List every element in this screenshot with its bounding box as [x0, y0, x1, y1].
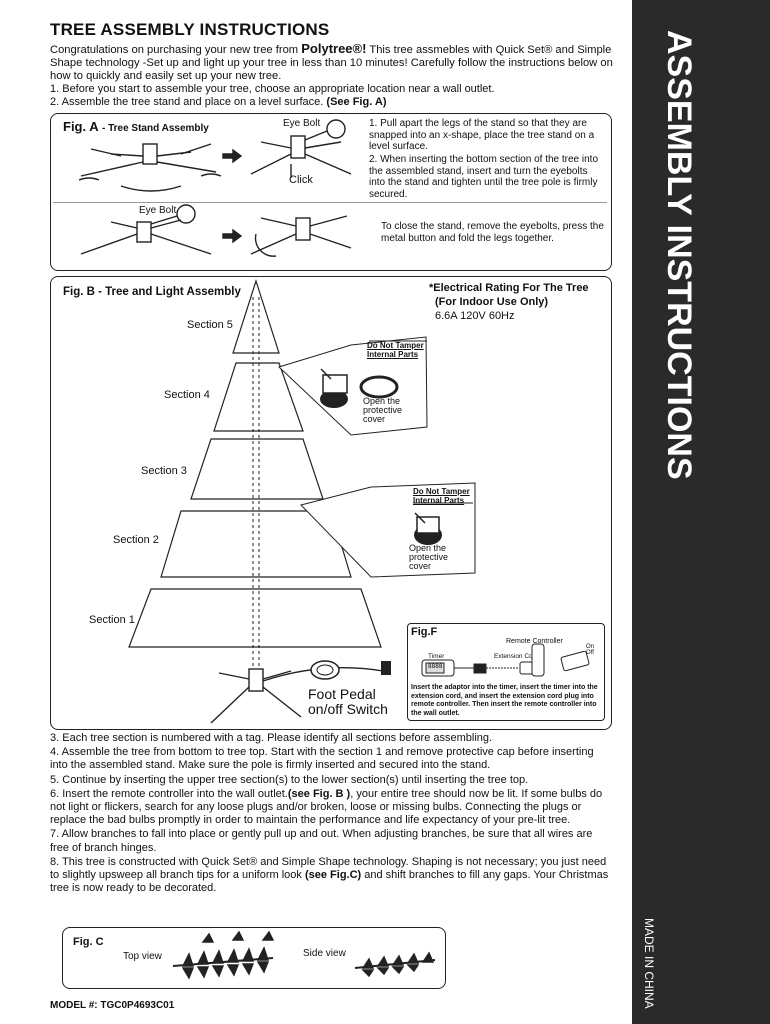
step-4: 4. Assemble the tree from bottom to tree… — [50, 746, 594, 772]
top-view-label: Top view — [123, 951, 162, 962]
made-in-label: MADE IN CHINA — [642, 918, 656, 1009]
eye-bolt-label-1: Eye Bolt — [283, 118, 321, 129]
step-6: 6. Insert the remote controller into the… — [50, 787, 603, 827]
rating-value: 6.6A 120V 60Hz — [435, 310, 515, 322]
fig-a-divider — [53, 202, 607, 203]
on-off-label: On Off — [586, 644, 595, 656]
header-section: TREE ASSEMBLY INSTRUCTIONS Congratulatio… — [50, 20, 615, 109]
fig-f-instructions: Insert the adaptor into the timer, inser… — [411, 684, 598, 717]
fig-f-devices — [421, 643, 590, 677]
open-cover-label-1: Open the protective cover — [363, 396, 403, 424]
electrical-rating: *Electrical Rating For The Tree (For Ind… — [429, 281, 589, 323]
fig-a-instruction-1: 1. Pull apart the legs of the stand so t… — [369, 118, 595, 152]
tree-section-4 — [213, 362, 304, 432]
steps-lower: 3. Each tree section is numbered with a … — [50, 732, 610, 896]
tamper-warning-2: Do Not Tamper Internal Parts — [413, 487, 470, 505]
section-2-label: Section 2 — [113, 534, 159, 546]
timer-label: Timer — [428, 653, 445, 660]
tree-section-5 — [232, 279, 280, 354]
step-2-text: 2. Assemble the tree stand and place on … — [50, 96, 327, 108]
fig-c-box: Fig. C Top view Side view — [62, 927, 446, 989]
fig-a-box: Fig. A - Tree Stand Assembly Eye Bolt Ey… — [50, 113, 612, 271]
remote-label: Remote Controller — [506, 638, 563, 645]
tamper-warning-1: Do Not Tamper Internal Parts — [367, 341, 424, 359]
fig-a-label: Fig. A - Tree Stand Assembly — [63, 119, 209, 134]
step-2: 2. Assemble the tree stand and place on … — [50, 96, 615, 109]
section-5-label: Section 5 — [187, 319, 233, 331]
brand-name: Polytree®! — [301, 41, 367, 56]
fig-f-box: Fig.F Remote Controller On Off Timer Ext… — [407, 623, 605, 721]
branch-side-view-icon — [354, 951, 436, 978]
eye-bolt-label-2: Eye Bolt — [139, 205, 177, 216]
open-cover-label-2: Open the protective cover — [409, 543, 449, 571]
fig-f-label: Fig.F — [411, 626, 438, 638]
intro-pre: Congratulations on purchasing your new t… — [50, 44, 302, 56]
remote-icon — [560, 650, 590, 672]
step-3: 3. Each tree section is numbered with a … — [50, 732, 493, 744]
tree-section-3 — [190, 438, 324, 500]
page-title: TREE ASSEMBLY INSTRUCTIONS — [50, 20, 330, 39]
stand-folded-icon — [250, 215, 352, 257]
fig-c-label: Fig. C — [73, 936, 104, 948]
foot-pedal-icon — [310, 660, 391, 680]
step-2-ref: (See Fig. A) — [326, 96, 387, 108]
callout-section-4 — [278, 336, 428, 436]
step-7: 7. Allow branches to fall into place or … — [50, 828, 593, 854]
stand-closed-icon — [78, 143, 222, 192]
section-3-label: Section 3 — [141, 465, 187, 477]
tree-section-1 — [128, 588, 382, 648]
intro-post: This tree assmebles with Quick Set® and … — [50, 44, 613, 82]
stand-open-icon — [250, 119, 352, 178]
section-1-label: Section 1 — [89, 614, 135, 626]
steps-top: 1. Before you start to assemble your tre… — [50, 83, 615, 109]
side-title: ASSEMBLY INSTRUCTIONS — [632, 0, 712, 560]
rating-sub: (For Indoor Use Only) — [435, 296, 549, 308]
branch-views — [172, 930, 436, 980]
fig-a-instruction-2: 2. When inserting the bottom section of … — [369, 154, 599, 200]
side-view-label: Side view — [303, 948, 346, 959]
step-8: 8. This tree is constructed with Quick S… — [50, 855, 609, 895]
intro-paragraph: Congratulations on purchasing your new t… — [50, 42, 615, 83]
remote-plug-icon — [531, 643, 545, 677]
side-title-text: ASSEMBLY INSTRUCTIONS — [660, 30, 698, 480]
sidebar-band — [632, 0, 770, 1024]
timer-display: 8888 — [428, 663, 443, 670]
fig-b-box: Fig. B - Tree and Light Assembly *Electr… — [50, 276, 612, 730]
tree-stand-icon — [210, 666, 384, 724]
model-number: MODEL #: TGC0P4693C01 — [50, 1000, 175, 1011]
click-label: Click — [289, 174, 313, 186]
fig-a-close-note: To close the stand, remove the eyebolts,… — [381, 221, 604, 244]
callout-section-2 — [300, 482, 476, 578]
branch-top-view-icon — [172, 930, 275, 980]
tree-diagram — [128, 279, 476, 724]
section-4-label: Section 4 — [164, 389, 210, 401]
tree-section-2 — [160, 510, 352, 578]
step-1: 1. Before you start to assemble your tre… — [50, 83, 495, 95]
foot-pedal-label: Foot Pedal on/off Switch — [308, 686, 388, 717]
stand-closing-icon — [80, 204, 212, 255]
step-5: 5. Continue by inserting the upper tree … — [50, 773, 529, 786]
rating-title: *Electrical Rating For The Tree — [429, 282, 589, 294]
extension-label: Extension Cord — [494, 653, 539, 660]
stand-illustrations — [78, 119, 352, 257]
fig-b-label: Fig. B - Tree and Light Assembly — [63, 286, 241, 298]
